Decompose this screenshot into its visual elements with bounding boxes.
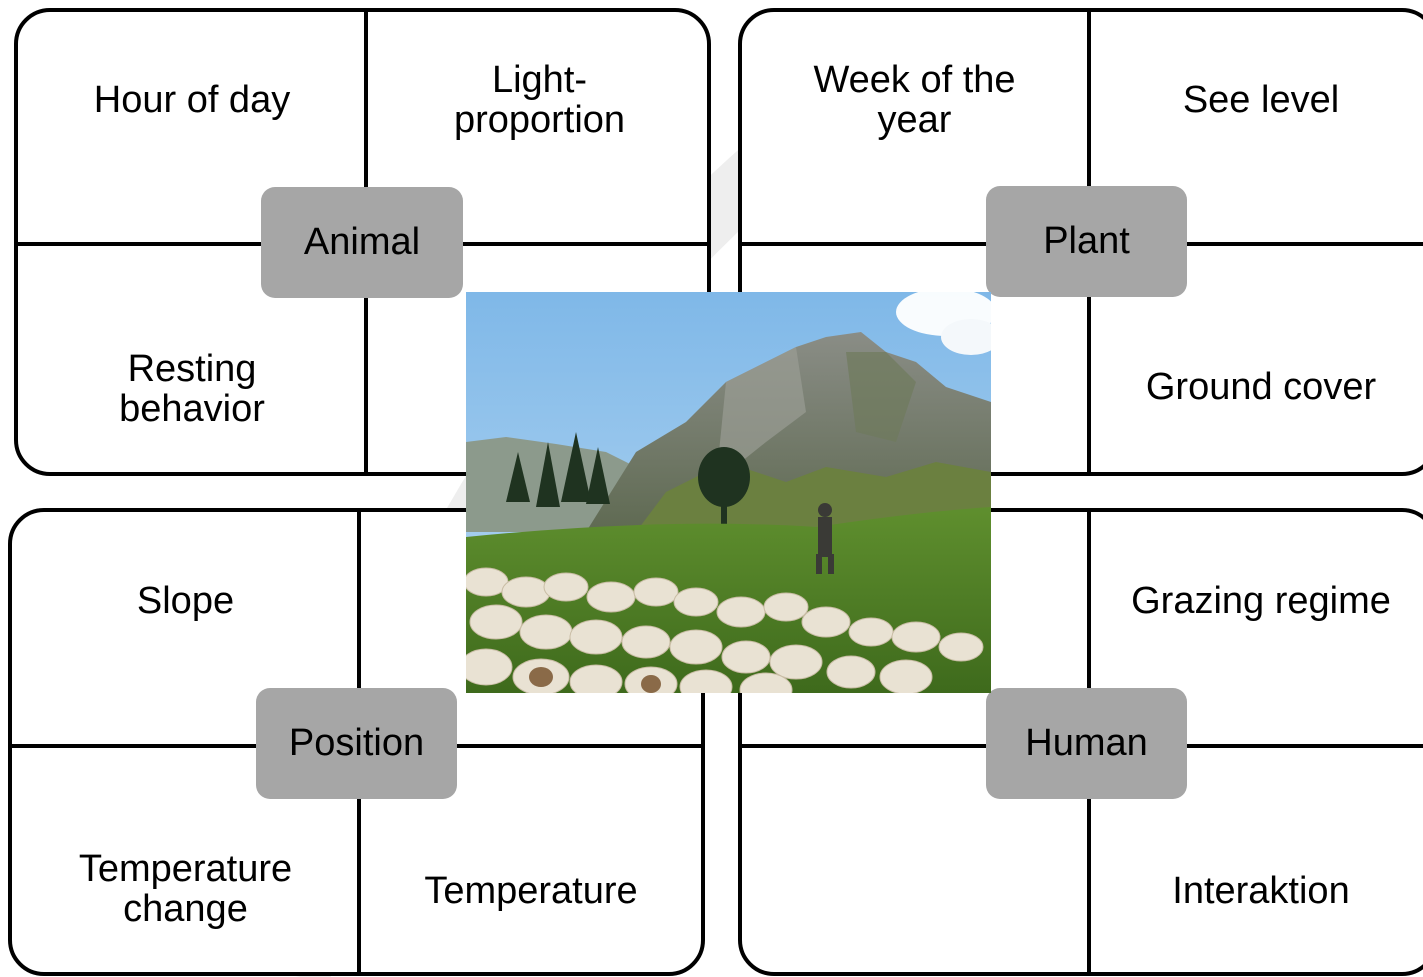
human-interaktion: Interaktion <box>1172 870 1350 912</box>
position-temperature: Temperature <box>424 870 638 912</box>
plant-week-of-year: Week of the year <box>813 59 1016 141</box>
human-grazing-regime: Grazing regime <box>1131 580 1391 623</box>
plant-ground-cover: Ground cover <box>1145 366 1377 408</box>
animal-light-proportion: Light- proportion <box>453 59 626 141</box>
human-center-label: Human <box>986 688 1187 799</box>
animal-resting-behavior: Resting behavior <box>119 348 265 430</box>
sheep-herd-mountain-pasture-photo <box>466 292 991 693</box>
plant-see-level: See level <box>1182 79 1340 122</box>
animal-center-label: Animal <box>261 187 463 298</box>
position-center-label: Position <box>256 688 457 799</box>
animal-hour-of-day: Hour of day <box>93 79 291 122</box>
position-temperature-change: Temperature change <box>78 848 293 930</box>
position-slope: Slope <box>136 580 235 623</box>
plant-center-label: Plant <box>986 186 1187 297</box>
